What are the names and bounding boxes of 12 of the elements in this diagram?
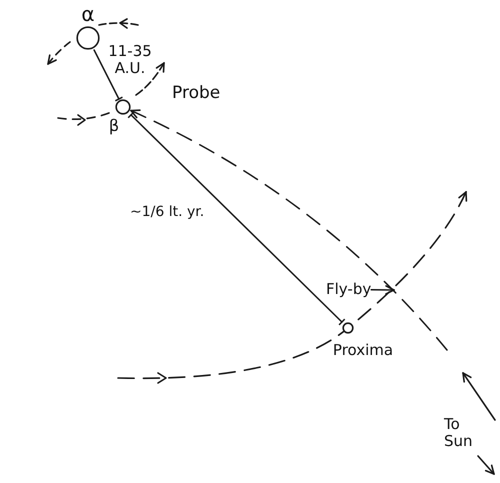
distance-line xyxy=(93,49,124,102)
edge-label: 11-35 A.U. xyxy=(108,43,152,78)
annotation-text: Fly-by xyxy=(326,281,372,298)
edge-label: Probe xyxy=(172,84,220,104)
star-name-label: α xyxy=(80,3,96,26)
trajectory-arrow xyxy=(130,110,448,351)
distance-line xyxy=(127,111,346,326)
star-name-label: β xyxy=(108,117,120,136)
star-name-label: Proxima xyxy=(332,342,394,360)
leader-arrow xyxy=(370,285,395,295)
direction-label: To Sun xyxy=(444,416,474,450)
edge-label: ~1/6 lt. yr. xyxy=(130,204,204,220)
